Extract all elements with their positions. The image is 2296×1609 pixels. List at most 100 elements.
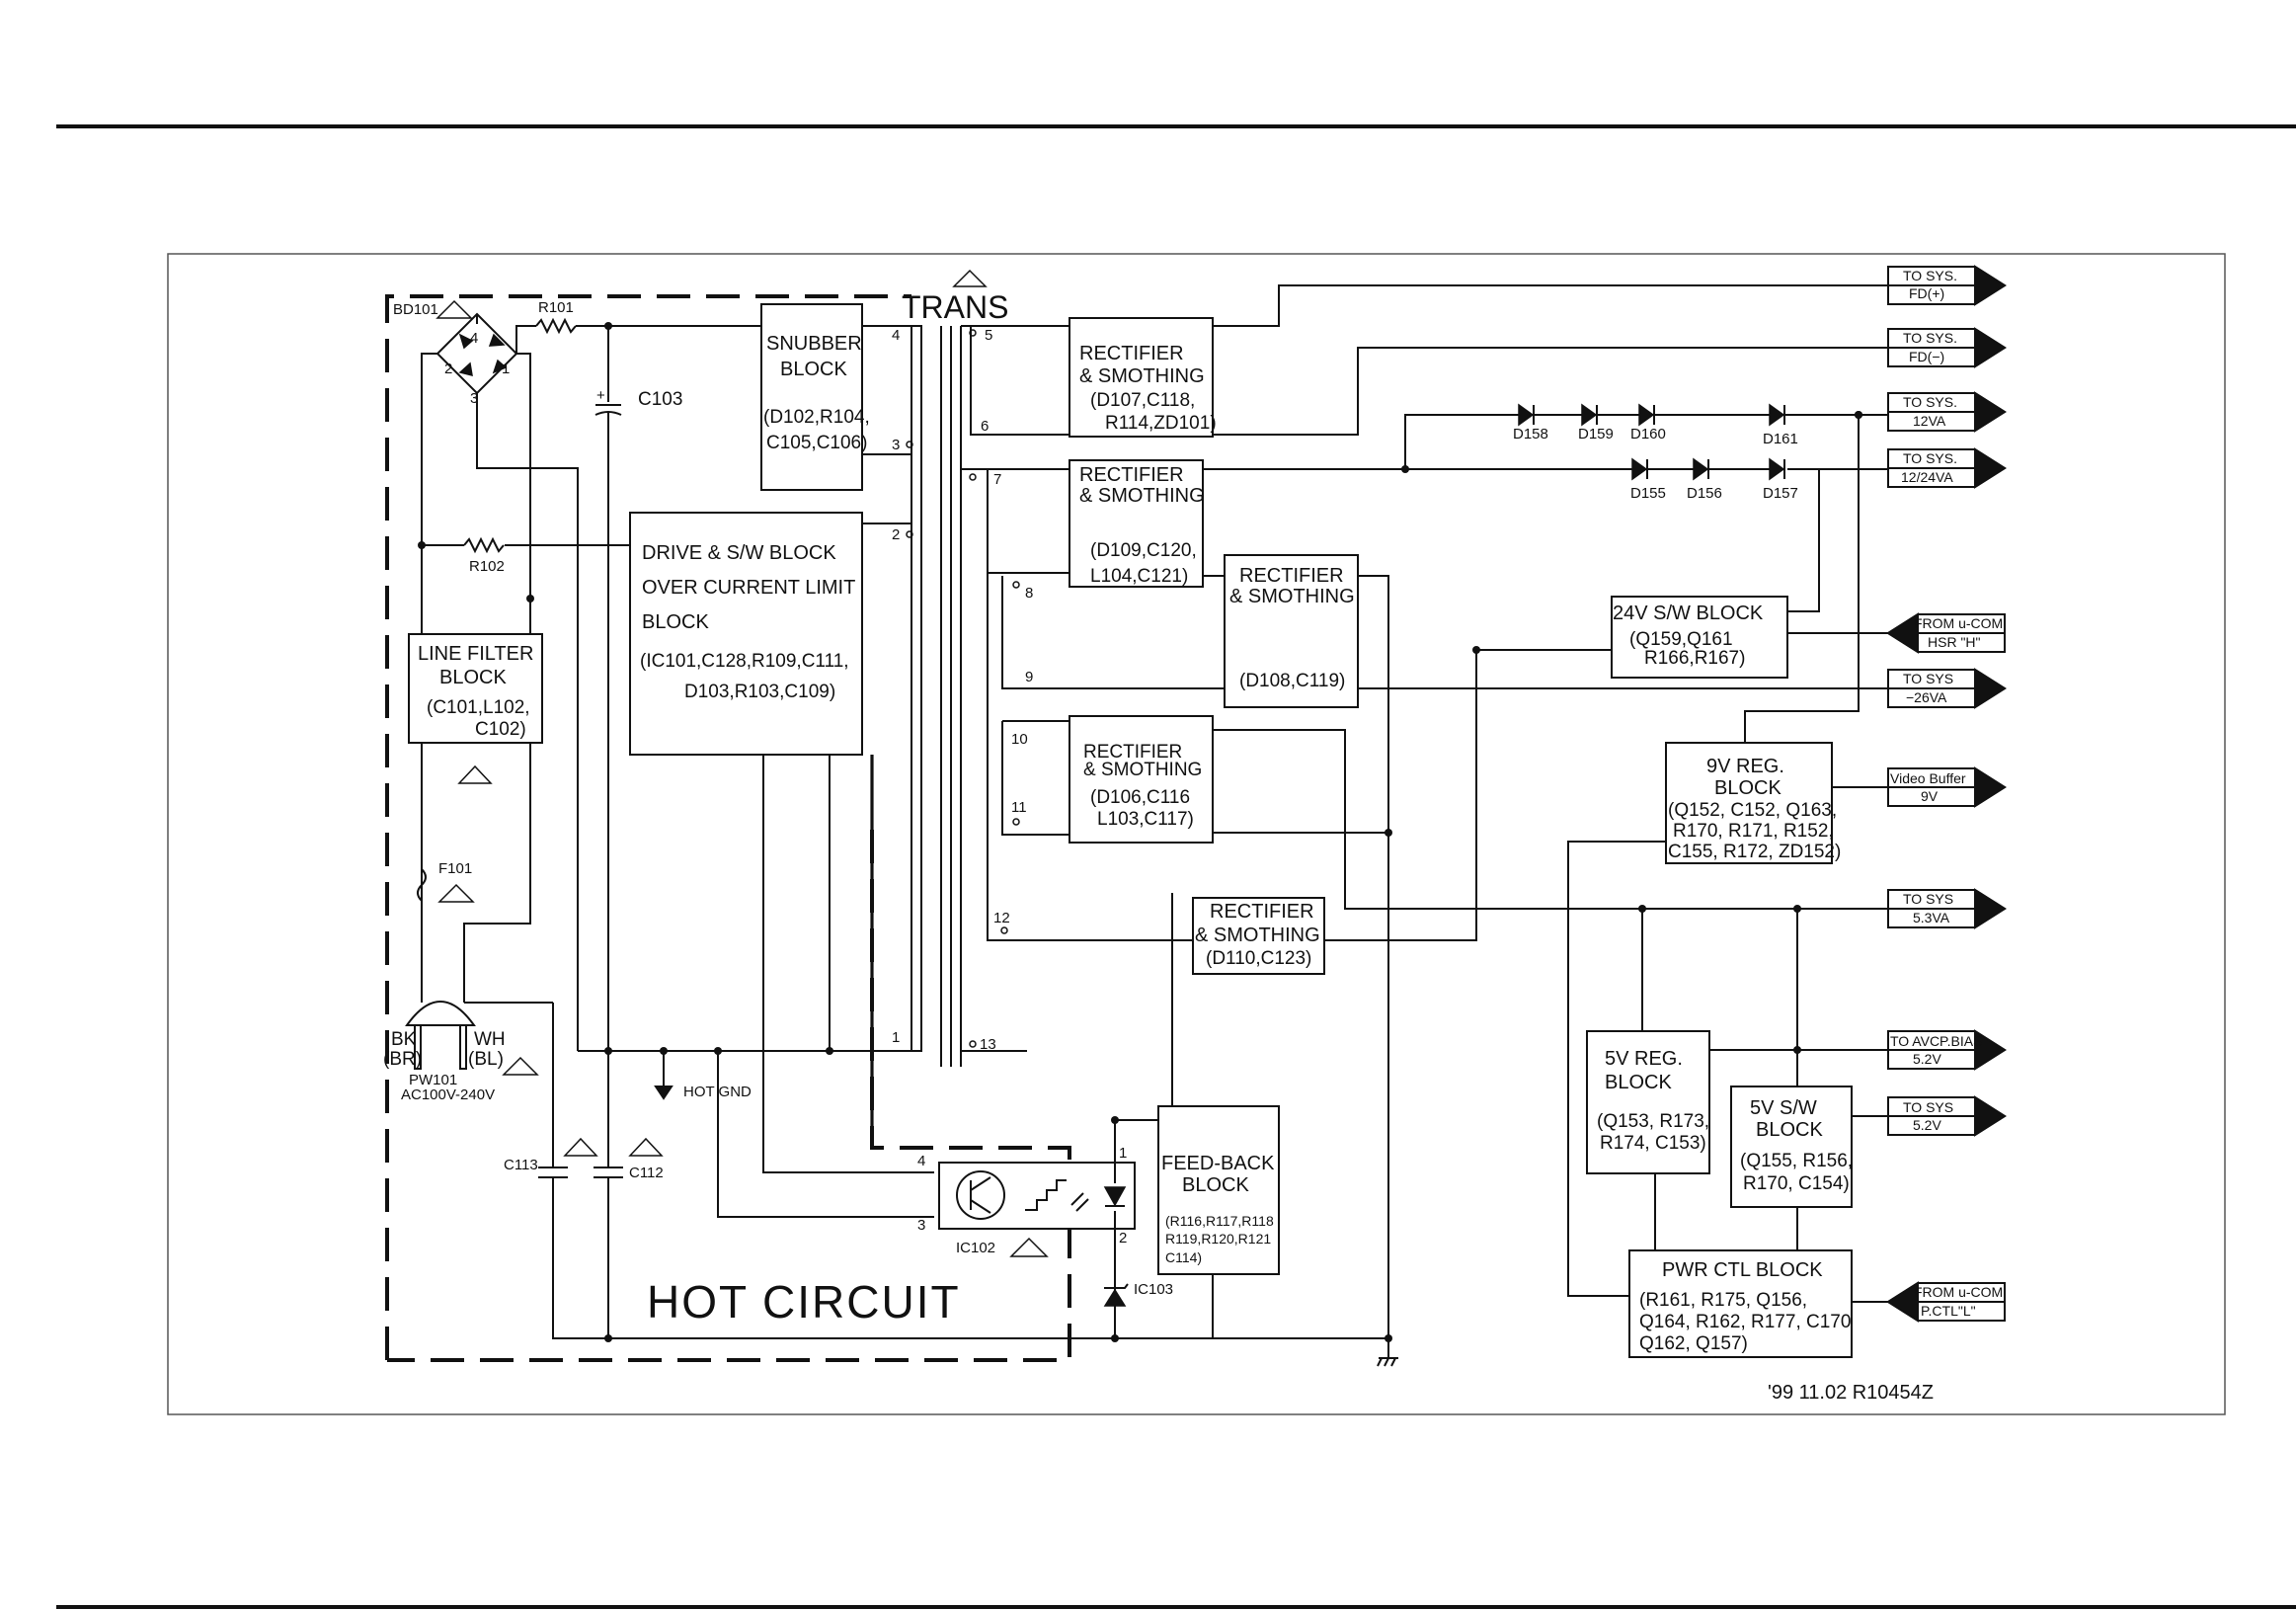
svg-text:TO SYS: TO SYS [1903,891,1953,907]
svg-text:FROM u-COM: FROM u-COM [1914,615,2003,631]
svg-text:BLOCK: BLOCK [642,611,709,633]
svg-text:C155, R172, ZD152): C155, R172, ZD152) [1668,842,1841,862]
svg-text:TO SYS.: TO SYS. [1903,450,1957,466]
svg-text:1: 1 [502,361,510,377]
hot-circuit-label: HOT CIRCUIT [647,1276,961,1327]
svg-text:BLOCK: BLOCK [1756,1119,1823,1141]
svg-text:(D102,R104,: (D102,R104, [763,407,870,428]
pw101-plug [405,1001,476,1026]
bd101-label: BD101 [393,301,438,318]
svg-text:6: 6 [981,418,989,435]
svg-text:P.CTL"L": P.CTL"L" [1921,1303,1976,1319]
9v-reg-block [1665,742,1833,864]
svg-text:BLOCK: BLOCK [1714,777,1781,799]
svg-text:WH: WH [474,1029,506,1050]
svg-text:4: 4 [470,330,478,347]
svg-text:(C101,L102,: (C101,L102, [427,697,530,718]
f101-fuse [417,868,427,902]
transformer-primary-winding [910,325,922,1052]
connector-5-2v: TO SYS 5.2V [1887,1095,2007,1137]
caution-icon [563,1137,598,1157]
caution-icon [952,269,988,287]
svg-text:D161: D161 [1763,431,1798,447]
line-filter-block [408,633,543,744]
connector-pctl: FROM u-COM P.CTL"L" [1886,1281,2006,1323]
c113-label: C113 [504,1157,538,1173]
ac-voltage-label: AC100V-240V [401,1086,495,1103]
svg-text:FD(+): FD(+) [1909,285,1944,301]
diode-chain-12-24va [1631,457,1785,481]
svg-text:12: 12 [993,910,1010,926]
rectifier-block-1 [1069,317,1214,438]
svg-text:10: 10 [1011,731,1028,748]
svg-text:TO SYS.: TO SYS. [1903,394,1957,410]
svg-text:12/24VA: 12/24VA [1901,469,1953,485]
svg-text:24V S/W BLOCK: 24V S/W BLOCK [1613,603,1764,624]
svg-text:R170, R171, R152,: R170, R171, R152, [1673,821,1834,842]
svg-text:Video Buffer: Video Buffer [1890,770,1966,786]
svg-text:5V S/W: 5V S/W [1750,1097,1817,1119]
24v-sw-block [1611,596,1788,679]
rectifier-block-4 [1069,715,1214,844]
caution-icon [628,1137,664,1157]
svg-text:(D107,C118,: (D107,C118, [1090,390,1195,411]
svg-text:& SMOTHING: & SMOTHING [1083,760,1202,780]
connector-12va: TO SYS. 12VA [1887,391,2007,433]
drive-sw-block [629,512,863,756]
svg-text:TO SYS.: TO SYS. [1903,268,1957,283]
svg-text:R114,ZD101): R114,ZD101) [1105,413,1217,434]
svg-text:& SMOTHING: & SMOTHING [1079,485,1205,507]
caution-icon [502,1056,539,1076]
svg-text:(BR): (BR) [383,1049,422,1070]
bridge-rectifier-bd101: 4 1 2 3 [435,312,518,407]
svg-text:LINE FILTER: LINE FILTER [418,643,533,665]
svg-text:Q164, R162, R177, C170: Q164, R162, R177, C170 [1639,1312,1851,1332]
svg-text:RECTIFIER: RECTIFIER [1210,901,1314,923]
svg-text:4: 4 [892,327,900,344]
svg-text:PWR CTL BLOCK: PWR CTL BLOCK [1662,1259,1823,1281]
diode-chain-12va [1518,403,1888,427]
svg-text:RECTIFIER: RECTIFIER [1079,464,1184,486]
svg-text:BLOCK: BLOCK [780,359,847,380]
svg-text:D159: D159 [1578,426,1614,442]
rectifier-block-2 [1069,459,1204,588]
pw101-label: PW101 [409,1072,457,1088]
svg-text:& SMOTHING: & SMOTHING [1229,586,1355,607]
5v-sw-block [1730,1086,1853,1208]
caution-icon [1009,1237,1049,1257]
svg-text:RECTIFIER: RECTIFIER [1239,565,1344,587]
connector-fd-plus: TO SYS. FD(+) [1887,265,2007,306]
svg-text:R119,R120,R121: R119,R120,R121 [1165,1231,1271,1247]
svg-text:(IC101,C128,R109,C111,: (IC101,C128,R109,C111, [640,651,849,672]
ic103-label: IC103 [1134,1281,1173,1298]
f101-label: F101 [438,860,472,877]
c112-label: C112 [629,1165,664,1181]
svg-text:(R116,R117,R118: (R116,R117,R118 [1165,1213,1274,1229]
transformer-label: TRANS [902,289,1008,325]
svg-text:2: 2 [892,526,900,543]
svg-text:3: 3 [917,1217,925,1234]
svg-text:D157: D157 [1763,485,1798,502]
svg-text:FD(−): FD(−) [1909,349,1944,364]
r102-label: R102 [469,558,505,575]
feedback-block [1157,1105,1280,1275]
svg-text:(D110,C123): (D110,C123) [1206,948,1311,969]
svg-text:Q162, Q157): Q162, Q157) [1639,1333,1748,1354]
svg-text:D158: D158 [1513,426,1548,442]
r101-resistor [535,317,577,335]
svg-text:TO SYS: TO SYS [1903,1099,1953,1115]
svg-text:FROM u-COM: FROM u-COM [1914,1284,2003,1300]
svg-text:BLOCK: BLOCK [1182,1174,1249,1196]
svg-text:R166,R167): R166,R167) [1644,648,1745,669]
svg-text:(D106,C116: (D106,C116 [1090,787,1190,808]
svg-text:BK: BK [391,1029,417,1050]
svg-text:12VA: 12VA [1913,413,1946,429]
connector-avcp-bias: TO AVCP.BIAS 5.2V [1887,1029,2007,1071]
ic102-photocoupler [938,1162,1136,1230]
svg-text:BLOCK: BLOCK [1605,1072,1672,1093]
svg-text:(Q153, R173,: (Q153, R173, [1597,1111,1709,1132]
svg-text:(Q159,Q161: (Q159,Q161 [1629,629,1733,650]
svg-text:TO SYS.: TO SYS. [1903,330,1957,346]
ic102-label: IC102 [956,1240,995,1256]
